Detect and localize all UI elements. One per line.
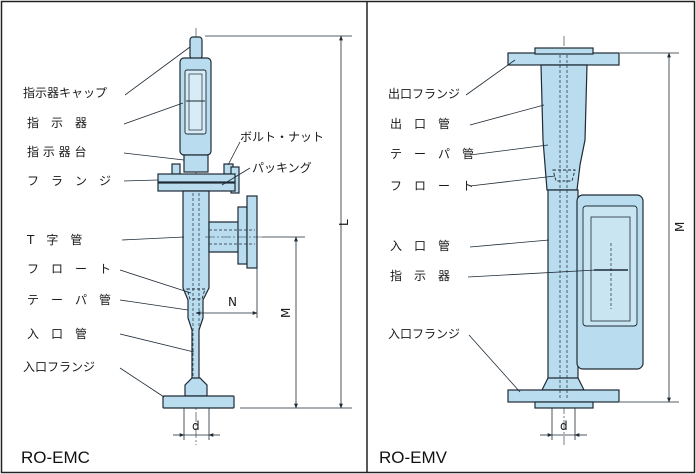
label-taper-pipe-right: テ ー パ 管	[390, 146, 474, 161]
label-inlet-flange-right: 入口フランジ	[388, 327, 460, 341]
dim-label-m-left: M	[279, 308, 293, 318]
inlet-flange-shape	[162, 395, 235, 409]
dim-label-l: L	[337, 219, 351, 226]
model-label-ro-emc: RO-EMC	[21, 448, 90, 467]
label-inlet-pipe: 入 口 管	[27, 326, 87, 341]
label-taper-pipe: テ ー パ 管	[27, 292, 111, 307]
label-t-pipe: T 字 管	[26, 232, 82, 247]
label-outlet-flange: 出口フランジ	[388, 87, 460, 101]
label-indicator-right: 指 示 器	[390, 268, 450, 283]
label-float: フ ロ ー ト	[27, 262, 111, 276]
model-label-ro-emv: RO-EMV	[379, 448, 448, 467]
ro-emc-drawing	[119, 28, 352, 445]
indicator-cap-shape	[189, 36, 203, 60]
label-bolt-nut: ボルト・ナット	[240, 130, 324, 144]
dim-label-d-right: d	[560, 419, 568, 433]
label-packing: パッキング	[252, 161, 312, 175]
label-indicator-cap: 指示器キャップ	[23, 85, 107, 100]
t-pipe-shape	[182, 190, 210, 396]
inlet-flange-shape-right	[507, 389, 620, 403]
ro-emv-drawing	[465, 36, 679, 445]
dim-label-n: N	[228, 295, 237, 309]
label-outlet-pipe: 出 口 管	[390, 116, 450, 131]
label-indicator-base: 指 示 器 台	[27, 144, 86, 159]
outlet-flange-shape	[507, 52, 620, 66]
label-inlet-pipe-right: 入 口 管	[390, 238, 450, 253]
inlet-pipe-shape	[547, 189, 579, 386]
upper-flange-shape	[157, 173, 236, 183]
label-inlet-flange: 入口フランジ	[23, 360, 95, 374]
dim-label-d-left: d	[192, 419, 200, 433]
label-indicator: 指 示 器	[27, 115, 87, 130]
label-float-right: フ ロ ー ト	[390, 179, 474, 193]
label-flange: フ ラ ン ジ	[27, 174, 111, 188]
indicator-base-shape	[183, 154, 209, 173]
dim-label-m-right: M	[673, 222, 687, 232]
outlet-pipe-shape	[540, 64, 588, 191]
